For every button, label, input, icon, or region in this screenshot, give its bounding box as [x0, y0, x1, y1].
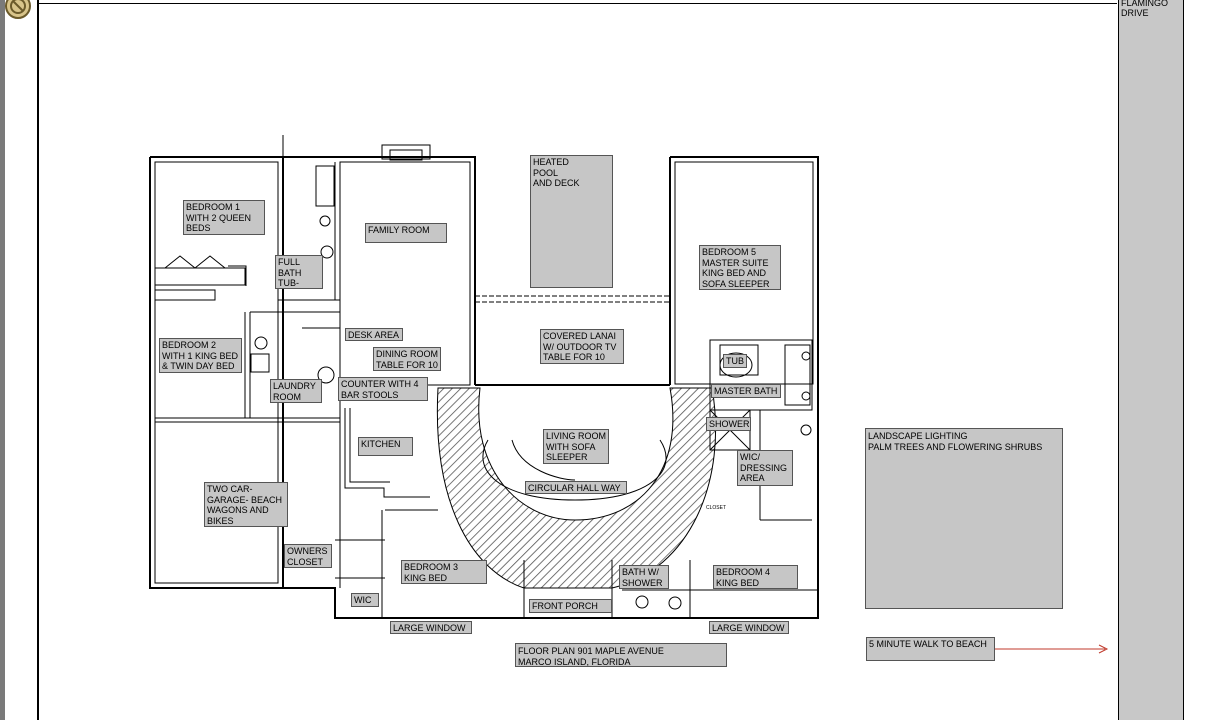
label-large-window-left: LARGE WINDOW — [390, 621, 472, 634]
label-wic-dressing: WIC/ DRESSING AREA — [737, 450, 793, 486]
street-label: FLAMINGO DRIVE — [1121, 0, 1169, 18]
label-living-room: LIVING ROOM WITH SOFA SLEEPER — [543, 429, 609, 464]
label-large-window-right: LARGE WINDOW — [709, 621, 789, 634]
label-bedroom-5: BEDROOM 5 MASTER SUITE KING BED AND SOFA… — [699, 245, 781, 290]
floor-plan-title: FLOOR PLAN 901 MAPLE AVENUE MARCO ISLAND… — [515, 643, 727, 667]
label-front-porch: FRONT PORCH — [529, 599, 612, 613]
title-strip — [1118, 0, 1184, 720]
label-family-room: FAMILY ROOM — [365, 223, 447, 243]
label-bedroom-3: BEDROOM 3 KING BED — [401, 560, 487, 584]
beach-walk-label: 5 MINUTE WALK TO BEACH — [866, 637, 995, 661]
label-master-bath: MASTER BATH — [711, 384, 781, 398]
label-counter: COUNTER WITH 4 BAR STOOLS — [338, 377, 428, 401]
label-full-bath: FULL BATH TUB- SHOWER — [275, 255, 323, 289]
label-kitchen: KITCHEN — [358, 437, 413, 456]
label-desk-area: DESK AREA — [345, 328, 403, 341]
label-owners-closet: OWNERS CLOSET — [284, 544, 332, 568]
label-dining-room: DINING ROOM TABLE FOR 10 — [373, 347, 441, 371]
label-shower: SHOWER — [706, 417, 751, 431]
landscape-lighting-box: LANDSCAPE LIGHTING PALM TREES AND FLOWER… — [865, 428, 1063, 609]
label-bedroom-2: BEDROOM 2 WITH 1 KING BED & TWIN DAY BED — [159, 338, 242, 373]
label-garage: TWO CAR- GARAGE- BEACH WAGONS AND BIKES — [204, 482, 288, 527]
logo-icon — [5, 0, 31, 19]
drawing-border-left — [37, 0, 39, 720]
page-edge — [0, 0, 5, 720]
label-tub: TUB — [723, 354, 747, 368]
label-circular-hallway: CIRCULAR HALL WAY — [525, 481, 627, 494]
label-covered-lanai: COVERED LANAI W/ OUTDOOR TV TABLE FOR 10 — [540, 329, 624, 364]
label-bedroom-1: BEDROOM 1 WITH 2 QUEEN BEDS — [183, 200, 265, 235]
label-bath-with-shower: BATH W/ SHOWER — [619, 565, 669, 589]
drawing-border-top — [37, 3, 1117, 4]
label-laundry-room: LAUNDRY ROOM — [270, 379, 322, 403]
label-closet-small: CLOSET — [706, 505, 727, 511]
label-bedroom-4: BEDROOM 4 KING BED — [713, 565, 798, 589]
label-heated-pool: HEATED POOL AND DECK — [530, 155, 613, 288]
label-wic: WIC — [351, 593, 379, 607]
